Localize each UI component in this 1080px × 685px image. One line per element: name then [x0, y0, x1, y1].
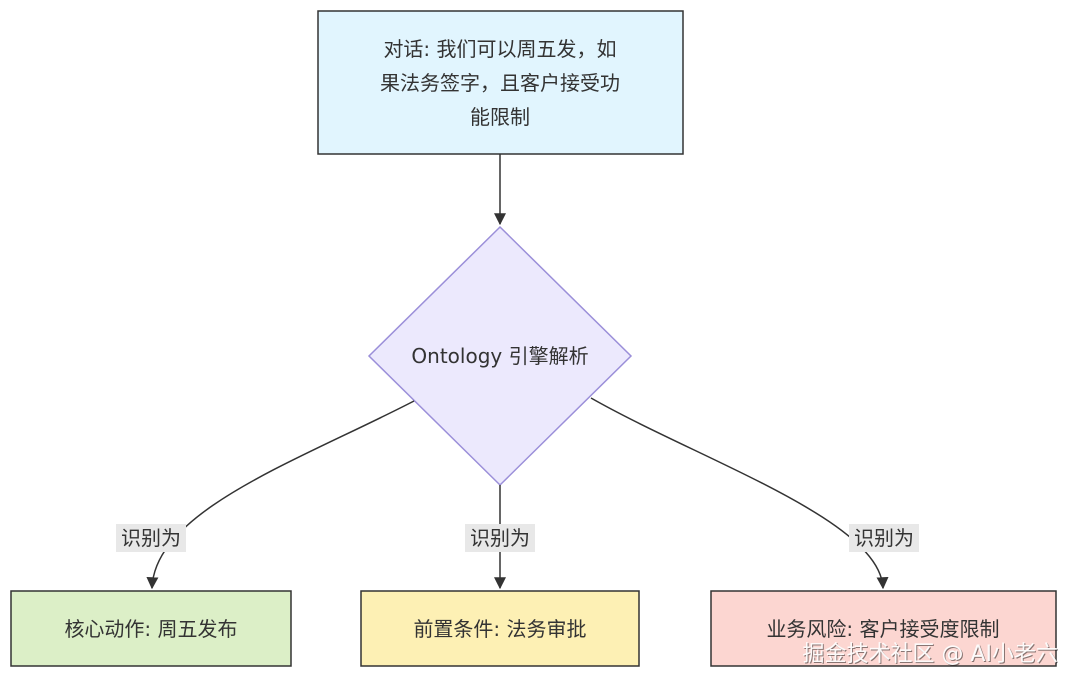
- condition-label: 前置条件: 法务审批: [413, 617, 586, 641]
- watermark-text: 掘金技术社区 @ AI小老六: [802, 642, 1058, 667]
- dialog-line-1: 对话: 我们可以周五发，如: [383, 37, 616, 61]
- dialog-node: 对话: 我们可以周五发，如 果法务签字，且客户接受功 能限制: [317, 10, 684, 155]
- action-node: 核心动作: 周五发布: [10, 590, 292, 667]
- risk-node: 业务风险: 客户接受度限制: [710, 590, 1057, 667]
- risk-label: 业务风险: 客户接受度限制: [766, 617, 999, 641]
- engine-label: Ontology 引擎解析: [411, 344, 588, 368]
- edge-engine-to-risk: [590, 397, 889, 590]
- dialog-line-3: 能限制: [470, 105, 530, 129]
- engine-decision-node: Ontology 引擎解析: [367, 225, 633, 487]
- watermark: 掘金技术社区 @ AI小老六 掘金技术社区 @ AI小老六: [802, 642, 1059, 668]
- watermark-shadow-text: 掘金技术社区 @ AI小老六: [803, 643, 1059, 668]
- dialog-line-2: 果法务签字，且客户接受功: [380, 71, 620, 95]
- edge-label-right: 识别为: [849, 524, 919, 552]
- edge-label-left-text: 识别为: [121, 526, 181, 550]
- edge-label-middle-text: 识别为: [470, 526, 530, 550]
- edge-label-right-text: 识别为: [854, 526, 914, 550]
- edge-engine-to-action: [146, 400, 415, 590]
- condition-node: 前置条件: 法务审批: [360, 590, 640, 667]
- edge-label-middle: 识别为: [465, 524, 535, 552]
- edge-label-left: 识别为: [116, 524, 186, 552]
- action-label: 核心动作: 周五发布: [64, 617, 237, 641]
